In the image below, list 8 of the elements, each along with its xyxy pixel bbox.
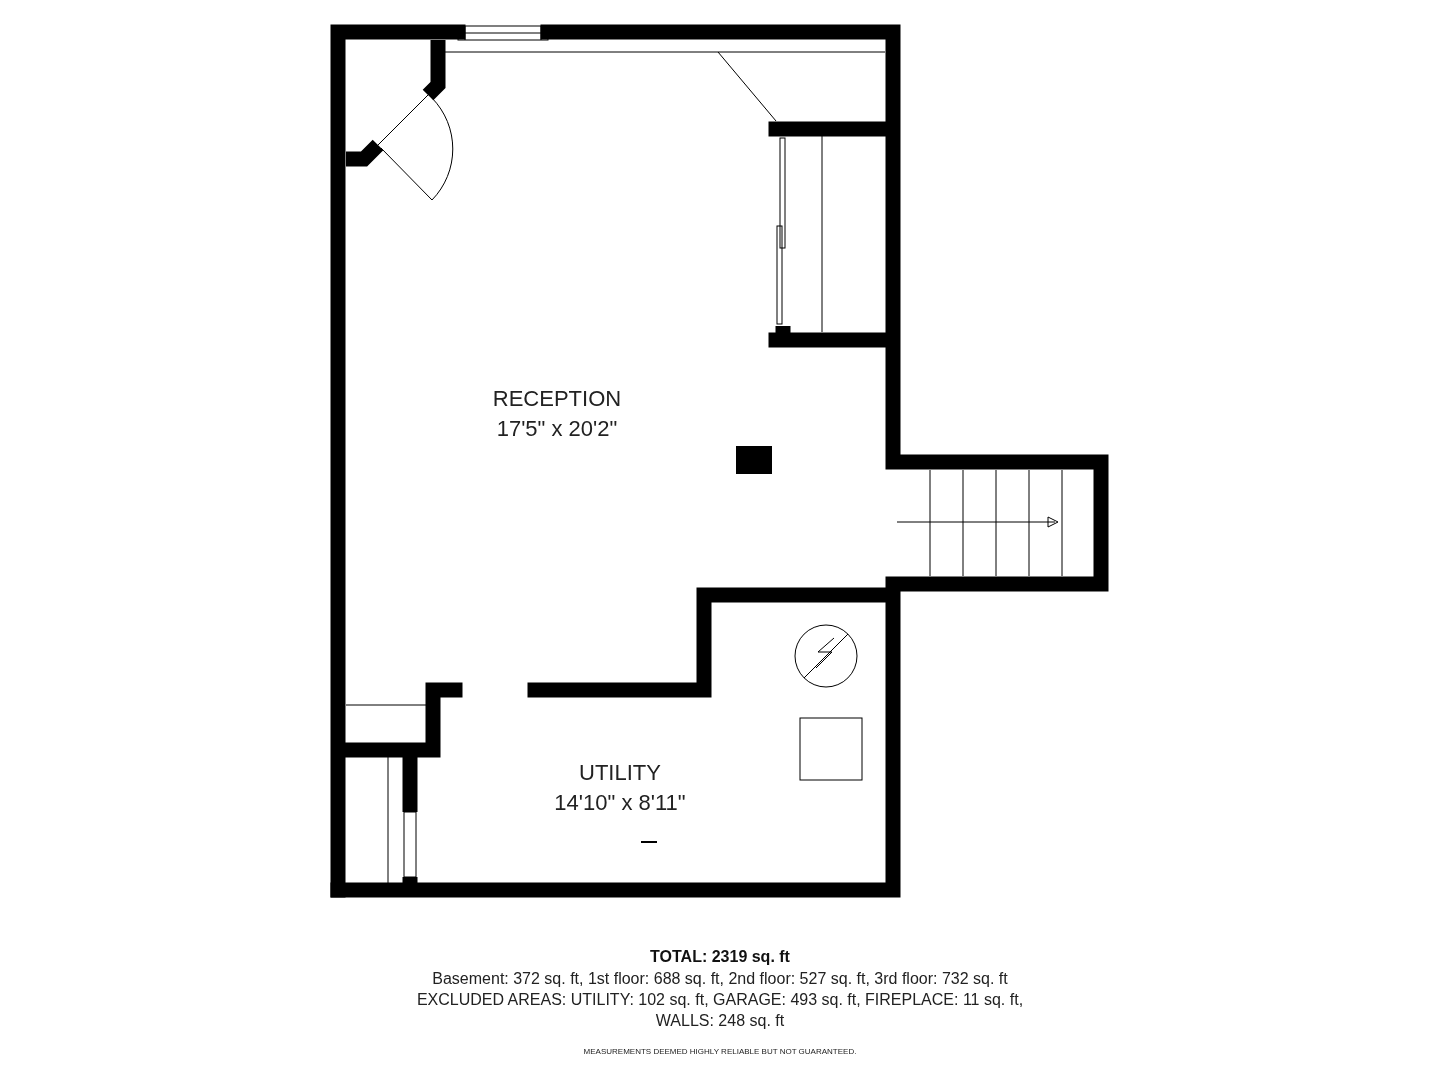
room-dimensions: 17'5" x 20'2"	[496, 415, 618, 443]
area-summary-text: Basement: 372 sq. ft, 1st floor: 688 sq. ft, 2nd floor: 527 sq. ft, 3rd floor: 732 sq. ft	[431, 969, 1009, 989]
room-dimensions: 14'10" x 8'11"	[554, 789, 686, 817]
disclaimer-note: MEASUREMENTS DEEMED HIGHLY RELIABLE BUT NOT GUARANTEED.	[583, 1047, 857, 1057]
room-name: RECEPTION	[492, 385, 622, 413]
room-name: UTILITY	[579, 759, 661, 787]
total-area-heading: TOTAL: 2319 sq. ft	[650, 947, 790, 967]
area-summary-text: EXCLUDED AREAS: UTILITY: 102 sq. ft, GARAGE: 493 sq. ft, FIREPLACE: 11 sq. ft, WALLS: 248 sq. ft	[415, 990, 1025, 1031]
